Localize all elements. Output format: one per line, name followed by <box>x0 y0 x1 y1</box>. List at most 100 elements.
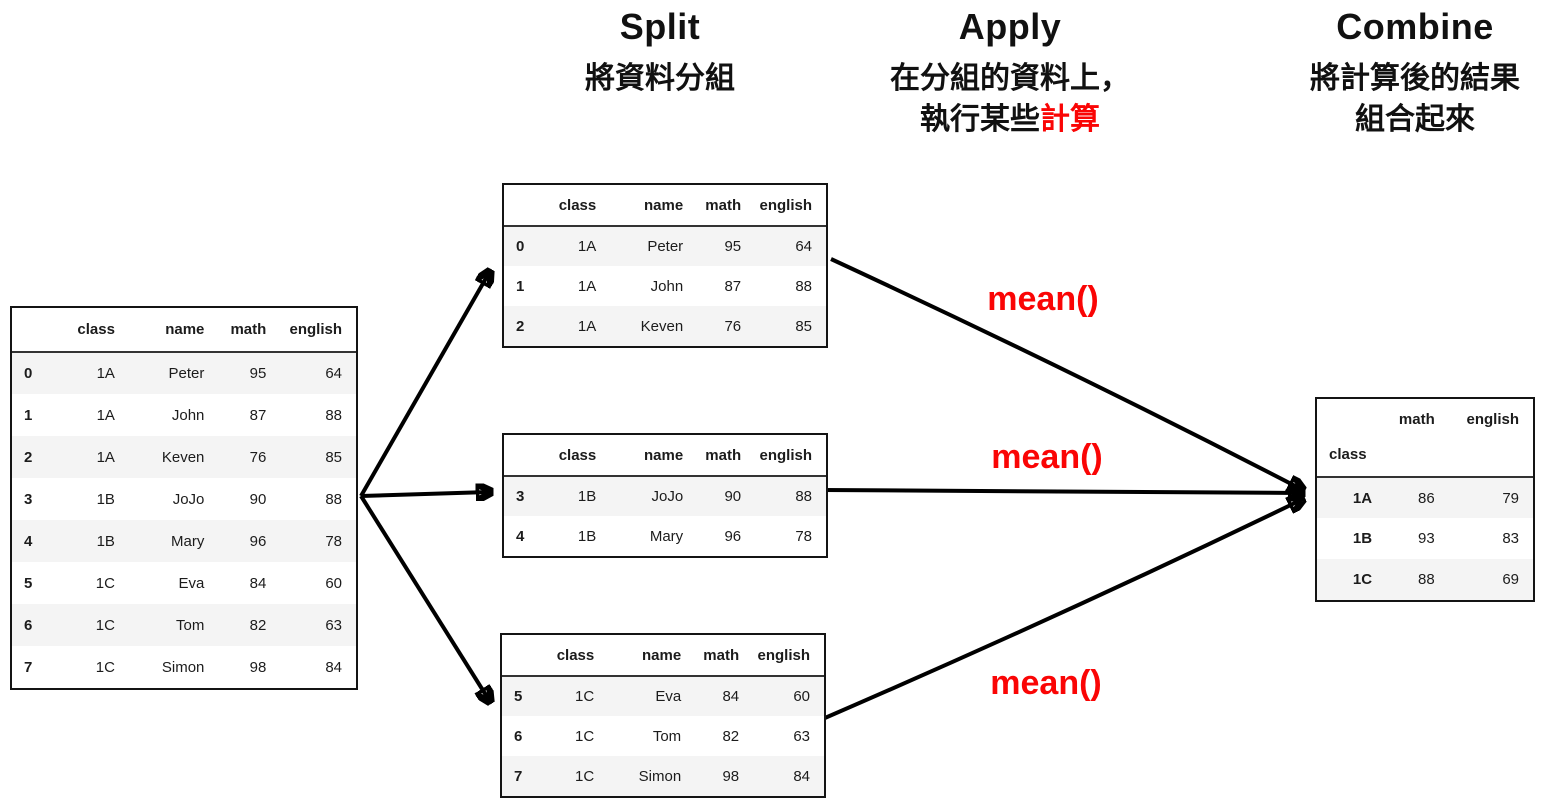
data-cell: 78 <box>795 527 812 545</box>
data-cell: Tom <box>176 616 205 634</box>
index-cell: 1 <box>516 277 525 295</box>
data-cell: 87 <box>724 277 742 295</box>
data-cell: 90 <box>249 490 267 508</box>
table-row: 3 1B JoJo 90 88 <box>12 478 356 520</box>
index-cell: 1 <box>24 406 33 424</box>
data-cell: 63 <box>325 616 342 634</box>
index-cell: 6 <box>514 727 523 745</box>
column-header <box>504 435 543 476</box>
data-cell: 1B <box>577 488 597 505</box>
column-header: english <box>759 196 812 214</box>
data-cell: 98 <box>722 767 740 785</box>
data-cell: 1A <box>577 277 597 295</box>
combine-title: Combine <box>1336 6 1494 47</box>
data-cell: 1A <box>577 238 597 255</box>
data-cell: 84 <box>722 688 740 705</box>
data-cell: 1C <box>95 616 115 634</box>
mean-label-top: mean() <box>987 280 1099 318</box>
apply-subtitle-line2-text: 執行某些 <box>920 103 1040 136</box>
index-cell: 3 <box>24 490 33 508</box>
data-cell: 1B <box>96 532 115 550</box>
data-cell: 1C <box>95 574 115 592</box>
index-cell: 6 <box>24 616 33 634</box>
column-header: math <box>1398 410 1435 428</box>
column-header: name <box>641 646 682 664</box>
column-header: class <box>558 196 597 214</box>
index-cell: 7 <box>24 658 33 676</box>
index-label: class <box>1329 446 1367 463</box>
column-header <box>12 308 57 352</box>
data-cell: 1B <box>96 490 115 508</box>
data-cell: 78 <box>325 532 342 550</box>
split-arrow-bottom <box>359 494 489 700</box>
split-title: Split <box>619 6 701 47</box>
data-cell: 64 <box>325 365 342 382</box>
data-cell: John <box>171 406 205 424</box>
data-cell: 1A <box>96 365 115 382</box>
data-cell: 96 <box>724 527 742 545</box>
apply-subtitle-line1: 在分組的資料上， <box>890 62 1130 95</box>
data-cell: 96 <box>249 532 267 550</box>
index-cell: 0 <box>24 365 33 382</box>
data-cell: 1C <box>575 727 595 745</box>
index-cell: 4 <box>516 527 525 545</box>
data-cell: 88 <box>325 406 342 424</box>
phase-header-combine: Combine 將計算後的結果 組合起來 <box>1240 4 1550 140</box>
index-label-spacer <box>1449 439 1533 477</box>
data-cell: 88 <box>325 490 342 508</box>
column-header: math <box>230 321 267 338</box>
index-cell: 5 <box>514 688 523 705</box>
combine-subtitle: 將計算後的結果 組合起來 <box>1240 58 1550 140</box>
column-header: class <box>558 446 597 464</box>
data-cell: 69 <box>1502 571 1519 588</box>
data-cell: JoJo <box>172 490 205 508</box>
data-cell: 60 <box>325 574 342 592</box>
phase-header-apply: Apply 在分組的資料上， 執行某些計算 <box>810 4 1210 140</box>
data-cell: Mary <box>171 532 205 550</box>
data-cell: Tom <box>652 727 682 745</box>
data-cell: 63 <box>793 727 810 745</box>
data-cell: JoJo <box>651 488 684 505</box>
column-header: name <box>643 446 684 464</box>
data-cell: 93 <box>1418 530 1435 547</box>
phase-header-split: Split 將資料分組 <box>460 4 860 99</box>
split-subtitle: 將資料分組 <box>585 62 735 95</box>
index-label-row: class <box>1317 439 1533 477</box>
data-cell: 1A <box>577 317 597 335</box>
data-cell: 1C <box>575 767 595 785</box>
index-cell: 1C <box>1352 571 1373 588</box>
column-header <box>504 185 543 226</box>
data-cell: 90 <box>724 488 742 505</box>
column-header: english <box>759 446 812 464</box>
column-header <box>1317 399 1386 439</box>
index-cell: 2 <box>24 448 33 466</box>
data-cell: 1C <box>95 658 115 676</box>
